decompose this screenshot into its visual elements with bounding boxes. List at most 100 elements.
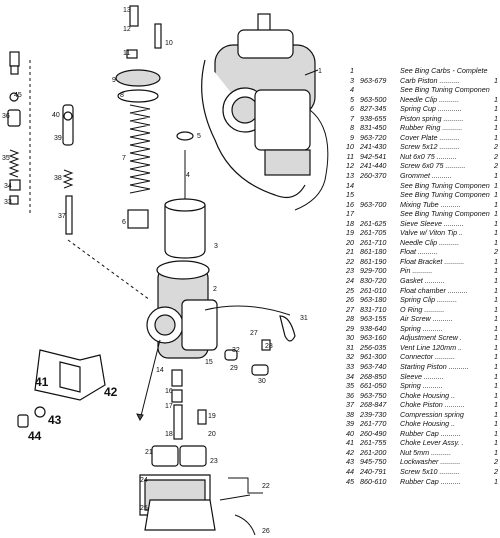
part-description: O Ring ..........	[400, 304, 445, 314]
part-number: 20	[346, 237, 354, 247]
part-quantity: 1	[494, 190, 498, 200]
part-quantity: 1	[494, 323, 498, 333]
callout-12: 12	[123, 26, 131, 33]
callout-43: 43	[48, 413, 62, 427]
callout-26: 26	[262, 528, 270, 535]
part-description: Nut 5mm ..........	[400, 447, 452, 457]
part-quantity: 1	[494, 371, 498, 381]
part-quantity: 1	[494, 333, 498, 343]
part-description: Sleeve ..........	[400, 371, 444, 381]
part-description: Needle Clip ..........	[400, 237, 460, 247]
part-quantity: 1	[494, 256, 498, 266]
part-quantity: 1	[494, 209, 498, 219]
part-code: 963-750	[360, 390, 387, 400]
part-number: 18	[346, 218, 354, 228]
callout-24: 24	[140, 477, 148, 484]
part-code: 963-720	[360, 132, 387, 142]
callout-3: 3	[214, 243, 218, 250]
part-code: 260-370	[360, 171, 387, 181]
part-quantity: 2	[494, 247, 498, 257]
part-description: Pin ..........	[400, 266, 433, 276]
part-number: 15	[346, 190, 354, 200]
callout-33: 33	[4, 199, 12, 206]
part-description: See Bing Carbs - Complete	[400, 66, 488, 75]
part-quantity: 1	[494, 94, 498, 104]
part-code: 861-180	[360, 247, 387, 257]
callout-10: 10	[165, 40, 173, 47]
part-number: 8	[350, 123, 354, 133]
part-number: 40	[346, 428, 354, 438]
part-number: 28	[346, 314, 354, 324]
part-quantity: 1	[494, 314, 498, 324]
part-description: Vent Line 120mm ..	[400, 342, 463, 352]
part-description: Rubber Ring ..........	[400, 123, 463, 133]
part-description: Lockwasher ..........	[400, 457, 461, 467]
part-quantity: 1	[494, 218, 498, 228]
part-quantity: 1	[494, 438, 498, 448]
part-code: 961-300	[360, 352, 387, 362]
callout-34: 34	[4, 183, 12, 190]
callout-40: 40	[52, 112, 60, 119]
part-code: 240-791	[360, 466, 387, 476]
part-number: 22	[346, 256, 354, 266]
part-description: See Bing Tuning Components	[400, 85, 490, 95]
part-description: Needle Clip ..........	[400, 94, 460, 104]
part-quantity: 1	[494, 352, 498, 362]
complete-carburetor-drawing	[201, 13, 329, 211]
part-description: Mixing Tube ..........	[400, 199, 461, 209]
callout-38: 38	[54, 175, 62, 182]
part-number: 23	[346, 266, 354, 276]
callout-1: 1	[318, 68, 322, 75]
part-quantity: 2	[494, 466, 498, 476]
part-description: Grommet ..........	[400, 171, 452, 181]
part-description: Sieve Sleeve ..........	[400, 218, 464, 228]
callout-37: 37	[58, 213, 66, 220]
part-number: 16	[346, 199, 354, 209]
part-quantity: 1	[494, 180, 498, 190]
part-description: Adjustment Screw .	[400, 333, 462, 343]
part-number: 13	[346, 171, 354, 181]
part-description: Screw 5x10 ..........	[400, 466, 460, 476]
part-number: 14	[346, 180, 354, 190]
callout-11: 11	[123, 50, 130, 57]
part-code: 963-180	[360, 295, 387, 305]
part-description: Choke Piston ..........	[400, 400, 465, 410]
part-quantity: 2	[494, 457, 498, 467]
part-code: 827-345	[360, 104, 387, 114]
part-description: Cover Plate ..........	[400, 132, 460, 142]
part-quantity: 1	[494, 342, 498, 352]
part-description: Connector ..........	[400, 352, 456, 362]
part-quantity: 1	[494, 237, 498, 247]
part-quantity: 1	[494, 75, 498, 85]
callout-14: 14	[156, 367, 164, 374]
part-quantity: 1	[494, 228, 498, 238]
part-description: Spring Cup ............	[400, 104, 462, 114]
part-code: 239-730	[360, 409, 387, 419]
part-number: 32	[346, 352, 354, 362]
float-chamber-drawing	[136, 339, 263, 536]
carburetor-body-drawing	[146, 260, 296, 376]
part-code: 261-010	[360, 285, 387, 295]
part-number: 9	[350, 132, 354, 142]
part-description: Piston spring ..........	[400, 113, 464, 123]
part-description: Rubber Cap ..........	[400, 476, 461, 486]
callout-20: 20	[208, 431, 216, 438]
